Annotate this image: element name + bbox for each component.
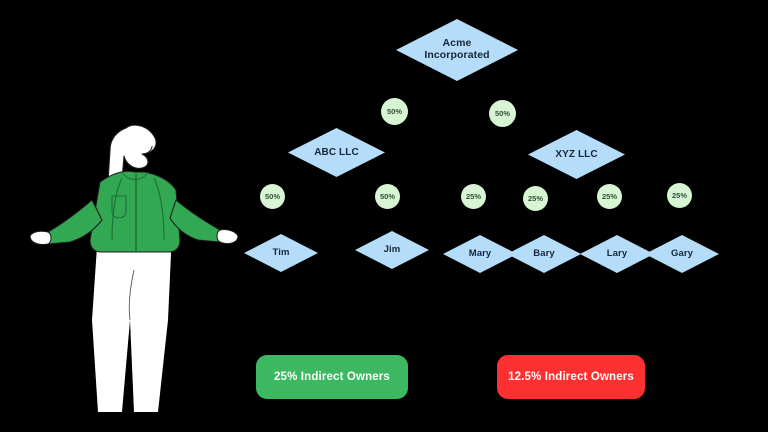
legend-12-5-percent-indirect-owners[interactable]: 12.5% Indirect Owners <box>497 355 645 399</box>
figure-trousers <box>92 232 172 412</box>
node-label: XYZ LLC <box>555 148 598 160</box>
node-mary[interactable]: Mary <box>443 235 517 273</box>
node-gary[interactable]: Gary <box>645 235 719 273</box>
node-jim[interactable]: Jim <box>355 231 429 269</box>
node-label: Mary <box>468 247 492 259</box>
badge-abc-to-acme: 50% <box>381 98 408 125</box>
node-label: Gary <box>670 247 694 259</box>
node-label: Lary <box>606 247 628 259</box>
node-label: Bary <box>533 247 555 259</box>
node-label: ABC LLC <box>314 146 359 158</box>
node-bary[interactable]: Bary <box>507 235 581 273</box>
legend-25-percent-indirect-owners[interactable]: 25% Indirect Owners <box>256 355 408 399</box>
badge-bary-to-xyz: 25% <box>523 186 548 211</box>
node-tim[interactable]: Tim <box>244 234 318 272</box>
node-label: Jim <box>383 243 401 255</box>
shrugging-person-illustration <box>29 120 240 415</box>
badge-gary-to-xyz: 25% <box>667 183 692 208</box>
node-abc-llc[interactable]: ABC LLC <box>288 128 385 177</box>
badge-xyz-to-acme: 50% <box>489 100 516 127</box>
node-xyz-llc[interactable]: XYZ LLC <box>528 130 625 179</box>
badge-mary-to-xyz: 25% <box>461 184 486 209</box>
figure-jacket <box>29 170 239 253</box>
figure-head <box>107 124 157 183</box>
badge-jim-to-abc: 50% <box>375 184 400 209</box>
badge-tim-to-abc: 50% <box>260 184 285 209</box>
node-lary[interactable]: Lary <box>580 235 654 273</box>
node-label: Tim <box>272 246 290 258</box>
badge-lary-to-xyz: 25% <box>597 184 622 209</box>
legend: 25% Indirect Owners 12.5% Indirect Owner… <box>0 355 768 405</box>
